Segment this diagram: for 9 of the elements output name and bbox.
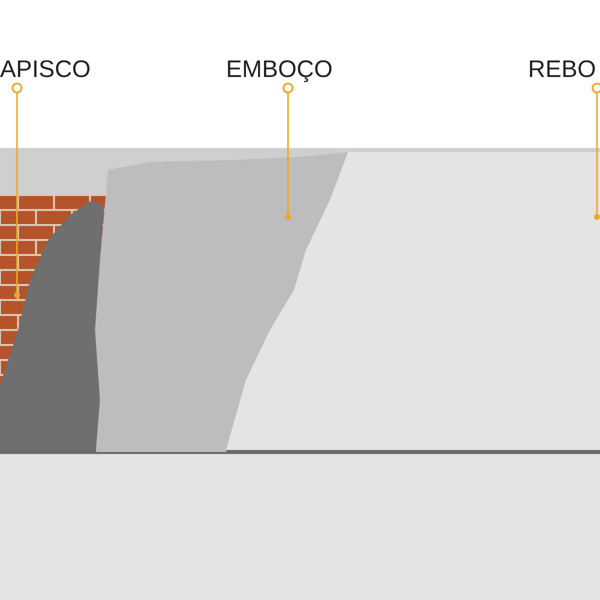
layer-label: EMBOÇO bbox=[226, 56, 333, 84]
scratch-coat-layer bbox=[0, 200, 104, 450]
layer-label: APISCO bbox=[0, 56, 91, 84]
base-coat-layer bbox=[95, 152, 348, 452]
leader-line bbox=[282, 82, 294, 220]
finish-coat-layer bbox=[226, 152, 600, 450]
leader-line bbox=[592, 82, 600, 220]
leader-line bbox=[12, 82, 22, 298]
layer-label: REBO bbox=[528, 56, 596, 84]
